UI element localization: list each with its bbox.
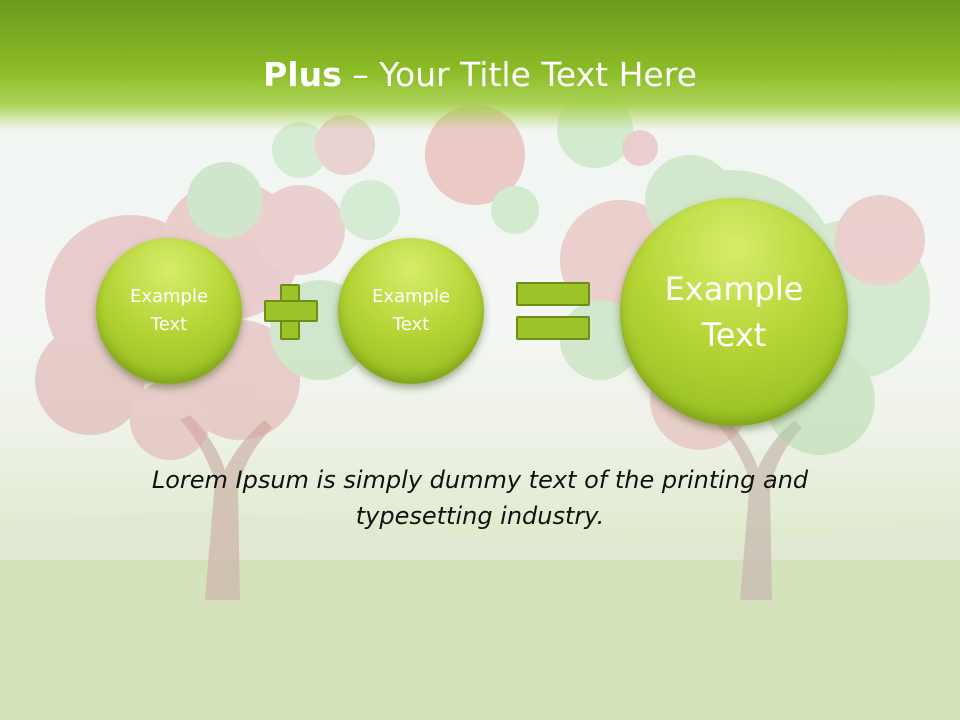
slide-title: Plus – Your Title Text Here: [0, 52, 960, 98]
circle-1-text: Example Text: [130, 283, 208, 339]
circle-2-line-2: Text: [392, 314, 430, 335]
circle-3-text: Example Text: [665, 266, 804, 358]
title-bar: [0, 0, 960, 130]
circle-2-text: Example Text: [372, 283, 450, 339]
example-circle-1[interactable]: Example Text: [96, 238, 242, 384]
circle-1-line-1: Example: [129, 286, 209, 307]
circle-3-line-1: Example: [664, 270, 804, 308]
example-circle-2[interactable]: Example Text: [338, 238, 484, 384]
body-text: Lorem Ipsum is simply dummy text of the …: [151, 466, 809, 530]
circle-3-line-2: Text: [701, 316, 767, 354]
example-circle-result[interactable]: Example Text: [620, 198, 848, 426]
circle-1-line-2: Text: [150, 314, 188, 335]
title-rest: – Your Title Text Here: [341, 55, 697, 94]
title-bold: Plus: [263, 55, 342, 94]
circle-2-line-1: Example: [371, 286, 451, 307]
